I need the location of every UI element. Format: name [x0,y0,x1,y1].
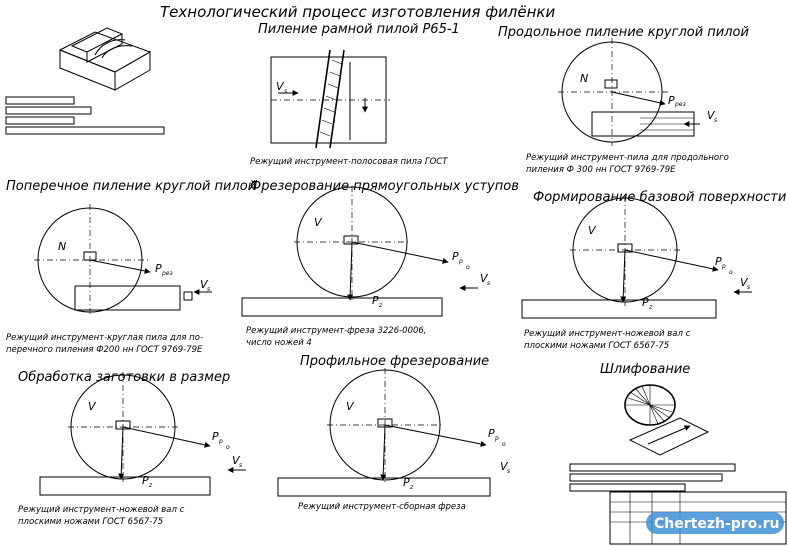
svg-text:V: V [500,460,509,473]
base-surface-workpiece [521,299,717,319]
svg-text:s: s [284,88,287,95]
svg-text:z: z [378,302,383,309]
svg-text:P: P [142,474,149,487]
rect-mill-workpiece [241,297,443,317]
svg-text:s: s [714,117,717,124]
svg-text:о: о [502,441,506,448]
svg-text:Режущий инструмент-ножевой вал: Режущий инструмент-ножевой вал с [524,329,691,339]
svg-text:рез: рез [161,270,173,277]
svg-text:Режущий инструмент-сборная фре: Режущий инструмент-сборная фреза [298,502,466,512]
section-to-size: Обработка заготовки в размер V P р о P z… [18,370,246,527]
svg-text:Режущий инструмент-ножевой вал: Режущий инструмент-ножевой вал с [18,505,185,515]
svg-text:s: s [239,462,242,469]
section-rip-saw: Продольное пиление круглой пилой N P рез… [498,25,749,175]
svg-text:число ножей 4: число ножей 4 [246,338,312,348]
cross-saw-workpiece [74,285,181,311]
svg-text:P: P [403,476,410,489]
svg-text:плоскими ножами ГОСТ 6567-75: плоскими ножами ГОСТ 6567-75 [524,341,669,351]
to-size-workpiece [39,476,211,496]
heading-to-size: Обработка заготовки в размер [18,370,230,385]
page-title: Технологический процесс изготовления фил… [160,3,555,21]
svg-text:P: P [212,430,219,443]
heading-base-surface: Формирование базовой поверхности [533,190,786,205]
part-isometric [58,27,152,91]
section-sanding: Шлифование [569,362,736,492]
svg-text:V: V [346,400,355,413]
heading-sanding: Шлифование [600,362,690,377]
svg-text:P: P [155,262,162,275]
heading-profile-mill: Профильное фрезерование [300,354,489,369]
svg-text:N: N [58,240,66,253]
watermark: Chertezh-pro.ru [646,512,784,534]
section-rect-mill: Фрезерование прямоугольных уступов V P р… [241,179,519,348]
svg-text:P: P [642,296,649,309]
svg-text:р: р [458,258,463,265]
svg-text:Режущий инструмент-фреза 3226-: Режущий инструмент-фреза 3226-0006, [246,326,427,336]
svg-text:р: р [218,438,223,445]
frame-saw-vs-label: V [276,80,285,93]
svg-text:s: s [207,286,210,293]
svg-text:P: P [452,250,459,263]
heading-rect-mill: Фрезерование прямоугольных уступов [250,179,519,194]
svg-text:Режущий инструмент-круглая пил: Режущий инструмент-круглая пила для по- [6,333,203,343]
svg-text:V: V [88,400,97,413]
svg-text:о: о [729,269,733,276]
profile-mill-workpiece [277,477,491,497]
svg-text:V: V [232,454,241,467]
svg-text:P: P [488,427,495,440]
heading-frame-saw: Пиление рамной пилой Р65-1 [258,22,460,37]
heading-rip-saw: Продольное пиление круглой пилой [498,25,749,40]
svg-text:s: s [487,280,490,287]
svg-text:P: P [668,94,675,107]
caption-frame-saw: Режущий инструмент-полосовая пила ГОСТ [250,157,448,167]
svg-text:пиления Ф 300 нн ГОСТ 9769-79Е: пиления Ф 300 нн ГОСТ 9769-79Е [526,165,676,175]
svg-text:перечного пиления Ф200 нн ГОСТ: перечного пиления Ф200 нн ГОСТ 9769-79Е [6,345,203,355]
svg-text:V: V [480,272,489,285]
section-cross-saw: Поперечное пиление круглой пилой N P рез… [6,179,256,355]
svg-text:V: V [707,109,716,122]
svg-text:рез: рез [674,101,686,108]
svg-text:V: V [588,224,597,237]
svg-text:z: z [648,304,653,311]
svg-text:P: P [372,294,379,307]
watermark-text: Chertezh-pro.ru [654,516,780,532]
svg-text:о: о [466,264,470,271]
section-profile-mill: Профильное фрезерование V P р о P z V s … [277,354,510,512]
svg-text:V: V [740,276,749,289]
svg-text:P: P [715,255,722,268]
svg-text:плоскими ножами ГОСТ 6567-75: плоскими ножами ГОСТ 6567-75 [18,517,163,527]
svg-text:V: V [200,278,209,291]
svg-text:z: z [148,482,153,489]
svg-text:s: s [507,468,510,475]
section-base-surface: Формирование базовой поверхности V P р о… [521,190,786,351]
svg-text:р: р [721,263,726,270]
svg-text:о: о [226,444,230,451]
heading-cross-saw: Поперечное пиление круглой пилой [6,179,256,194]
svg-text:N: N [580,72,588,85]
section-frame-saw: Пиление рамной пилой Р65-1 V s Режущий и… [250,22,460,167]
svg-text:V: V [314,216,323,229]
svg-text:Режущий инструмент-пила для пр: Режущий инструмент-пила для продольного [526,153,729,163]
legend-bars [5,96,165,135]
svg-text:р: р [494,435,499,442]
svg-text:s: s [747,284,750,291]
svg-text:z: z [409,484,414,491]
